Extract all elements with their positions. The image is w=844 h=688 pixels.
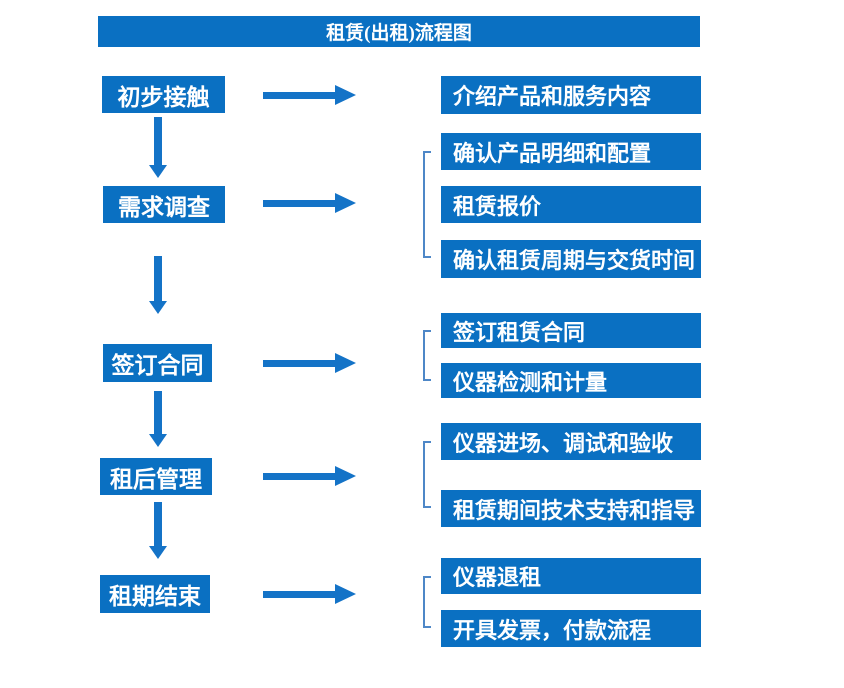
detail-box-tech-support: 租赁期间技术支持和指导 xyxy=(441,490,701,527)
step-box-initial-contact: 初步接触 xyxy=(102,76,225,113)
detail-box-instrument-testing: 仪器检测和计量 xyxy=(441,363,701,398)
bracket-group-rental-end xyxy=(423,576,431,628)
arrow-down-icon xyxy=(149,117,167,178)
detail-box-intro-services: 介绍产品和服务内容 xyxy=(441,76,701,114)
flowchart-title: 租赁(出租)流程图 xyxy=(98,16,700,47)
arrow-down-icon xyxy=(149,502,167,559)
bracket-group-post-rental xyxy=(423,441,431,508)
step-box-rental-end: 租期结束 xyxy=(100,575,210,613)
arrow-down-icon xyxy=(149,256,167,314)
step-box-post-rental-mgmt: 租后管理 xyxy=(100,458,212,495)
detail-box-instrument-return: 仪器退租 xyxy=(441,558,701,594)
detail-box-rental-quote: 租赁报价 xyxy=(441,186,701,223)
bracket-group-sign-contract xyxy=(423,330,431,381)
arrow-down-icon xyxy=(149,391,167,447)
detail-box-instrument-setup: 仪器进场、调试和验收 xyxy=(441,423,701,460)
detail-box-sign-rental-contract: 签订租赁合同 xyxy=(441,313,701,348)
detail-box-invoice-payment: 开具发票，付款流程 xyxy=(441,610,701,647)
arrow-right-icon xyxy=(263,466,356,486)
detail-box-confirm-config: 确认产品明细和配置 xyxy=(441,133,701,170)
detail-box-confirm-period: 确认租赁周期与交货时间 xyxy=(441,240,701,278)
step-box-demand-survey: 需求调查 xyxy=(103,186,225,223)
bracket-group-demand-survey xyxy=(423,151,431,258)
arrow-right-icon xyxy=(263,193,356,213)
arrow-right-icon xyxy=(263,85,356,105)
arrow-right-icon xyxy=(263,353,356,373)
step-box-sign-contract: 签订合同 xyxy=(103,344,212,382)
arrow-right-icon xyxy=(263,584,356,604)
